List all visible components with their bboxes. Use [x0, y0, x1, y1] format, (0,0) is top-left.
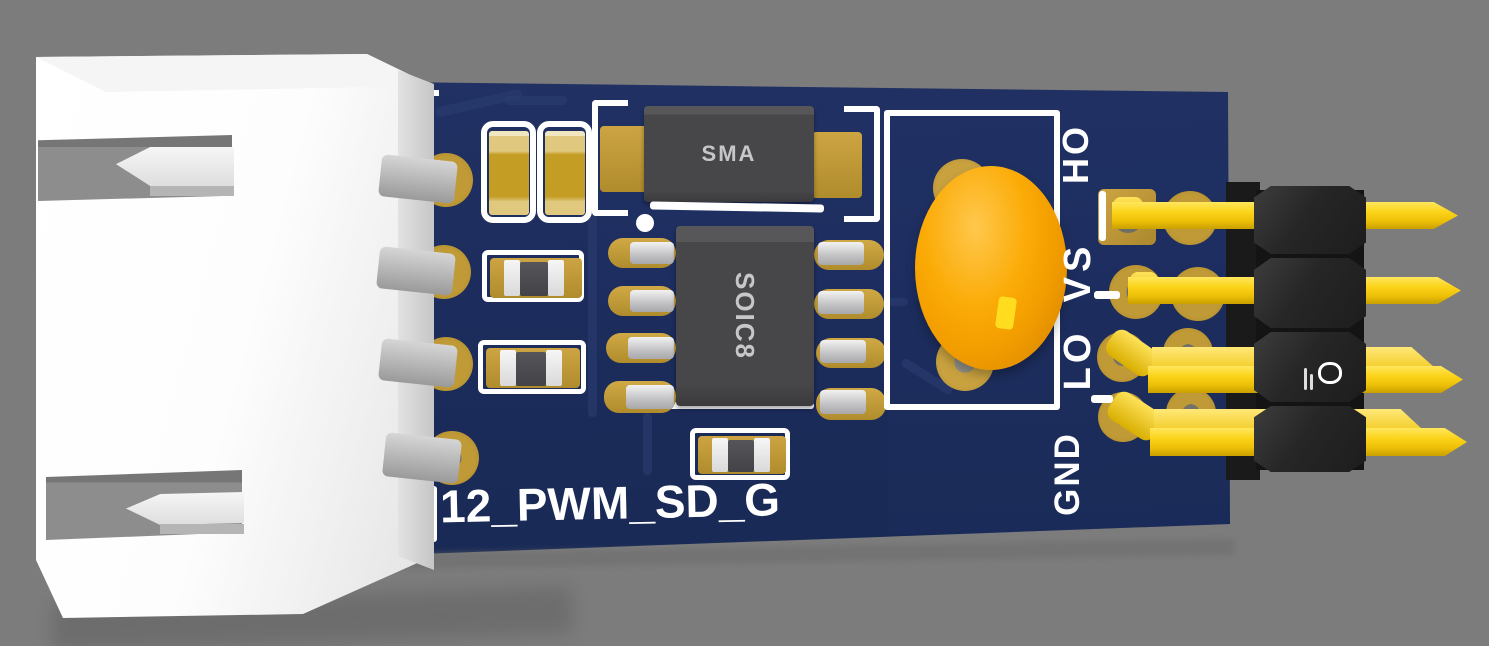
silkscreen-outline	[537, 121, 592, 223]
connector-lead	[381, 432, 463, 484]
header-block	[1254, 186, 1366, 254]
resistor-end	[754, 438, 770, 472]
header-block	[1254, 332, 1366, 402]
ic-lead	[818, 242, 864, 265]
ic-lead	[820, 340, 866, 363]
ic-lead	[628, 337, 674, 359]
silkscreen-outline	[478, 340, 586, 394]
pcb-board: SMA SOIC8	[390, 82, 1230, 554]
copper-trace	[505, 96, 567, 105]
diode-pad	[812, 132, 862, 198]
pin-label-ho: HO	[1055, 124, 1096, 184]
resistor-end	[548, 260, 564, 296]
silkscreen-dash	[1094, 291, 1120, 299]
header-block	[1254, 406, 1366, 472]
capacitor-orange	[915, 166, 1067, 370]
resistor-end	[712, 438, 728, 472]
connector-lead	[378, 338, 458, 388]
silkscreen-dash	[1091, 395, 1113, 403]
smd-capacitor	[489, 131, 529, 215]
silkscreen-bracket-right	[844, 106, 880, 222]
pin1-dot	[636, 214, 654, 232]
pin-label-vs: VS	[1057, 241, 1099, 303]
diode-pad	[600, 126, 650, 192]
connector-pin-ledge	[160, 524, 244, 534]
connector-lead	[376, 246, 456, 296]
ic-label: SOIC8	[730, 271, 761, 361]
pin-label-gnd: GND	[1048, 432, 1087, 516]
diode-label: SMA	[701, 141, 757, 166]
connector-top-face	[36, 54, 433, 92]
ic-lead	[630, 290, 674, 312]
ic-lead	[818, 291, 864, 314]
silkscreen-outline	[481, 121, 536, 223]
copper-trace	[588, 205, 597, 417]
header-block	[1254, 258, 1366, 328]
silkscreen-outline	[690, 428, 790, 480]
connector-pin-ledge	[150, 186, 234, 196]
connector-lead	[378, 154, 458, 204]
ic-lead	[630, 242, 674, 264]
header-logo-icon	[1302, 356, 1346, 392]
bottom-silkscreen-text: 12_PWM_SD_G	[439, 473, 781, 533]
copper-trace	[878, 298, 908, 306]
connector-right-wall	[398, 70, 434, 570]
copper-trace	[643, 413, 652, 475]
silkscreen-tick	[1099, 191, 1106, 241]
resistor-end	[546, 350, 562, 386]
pin-label-lo: LO	[1057, 329, 1099, 391]
resistor-end	[500, 350, 516, 386]
ic-lead	[820, 390, 866, 414]
resistor-end	[504, 260, 520, 296]
diode-sma: SMA	[644, 106, 814, 202]
resistor-body	[520, 262, 548, 296]
ic-lead	[626, 385, 674, 409]
silkscreen-bracket-left	[592, 100, 628, 216]
smd-capacitor	[545, 131, 585, 215]
resistor-body	[728, 440, 754, 472]
resistor-body	[516, 352, 546, 386]
ic-soic8: SOIC8	[676, 226, 814, 406]
